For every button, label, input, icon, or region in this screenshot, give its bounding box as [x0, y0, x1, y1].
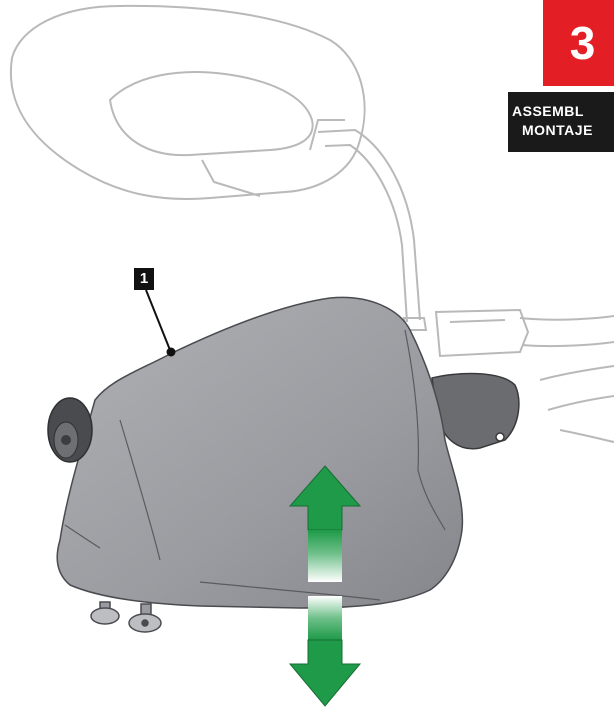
- step-number-badge: 3: [543, 0, 614, 86]
- section-label-line1: ASSEMBL: [508, 102, 614, 121]
- handguard-icon: [48, 297, 462, 608]
- mirror-icon: [11, 6, 426, 330]
- section-label-line2: MONTAJE: [508, 121, 614, 140]
- part-callout-badge: 1: [134, 268, 154, 290]
- callout-leader: [146, 290, 175, 356]
- section-label: ASSEMBL MONTAJE: [508, 92, 614, 152]
- screw-icon: [91, 602, 161, 632]
